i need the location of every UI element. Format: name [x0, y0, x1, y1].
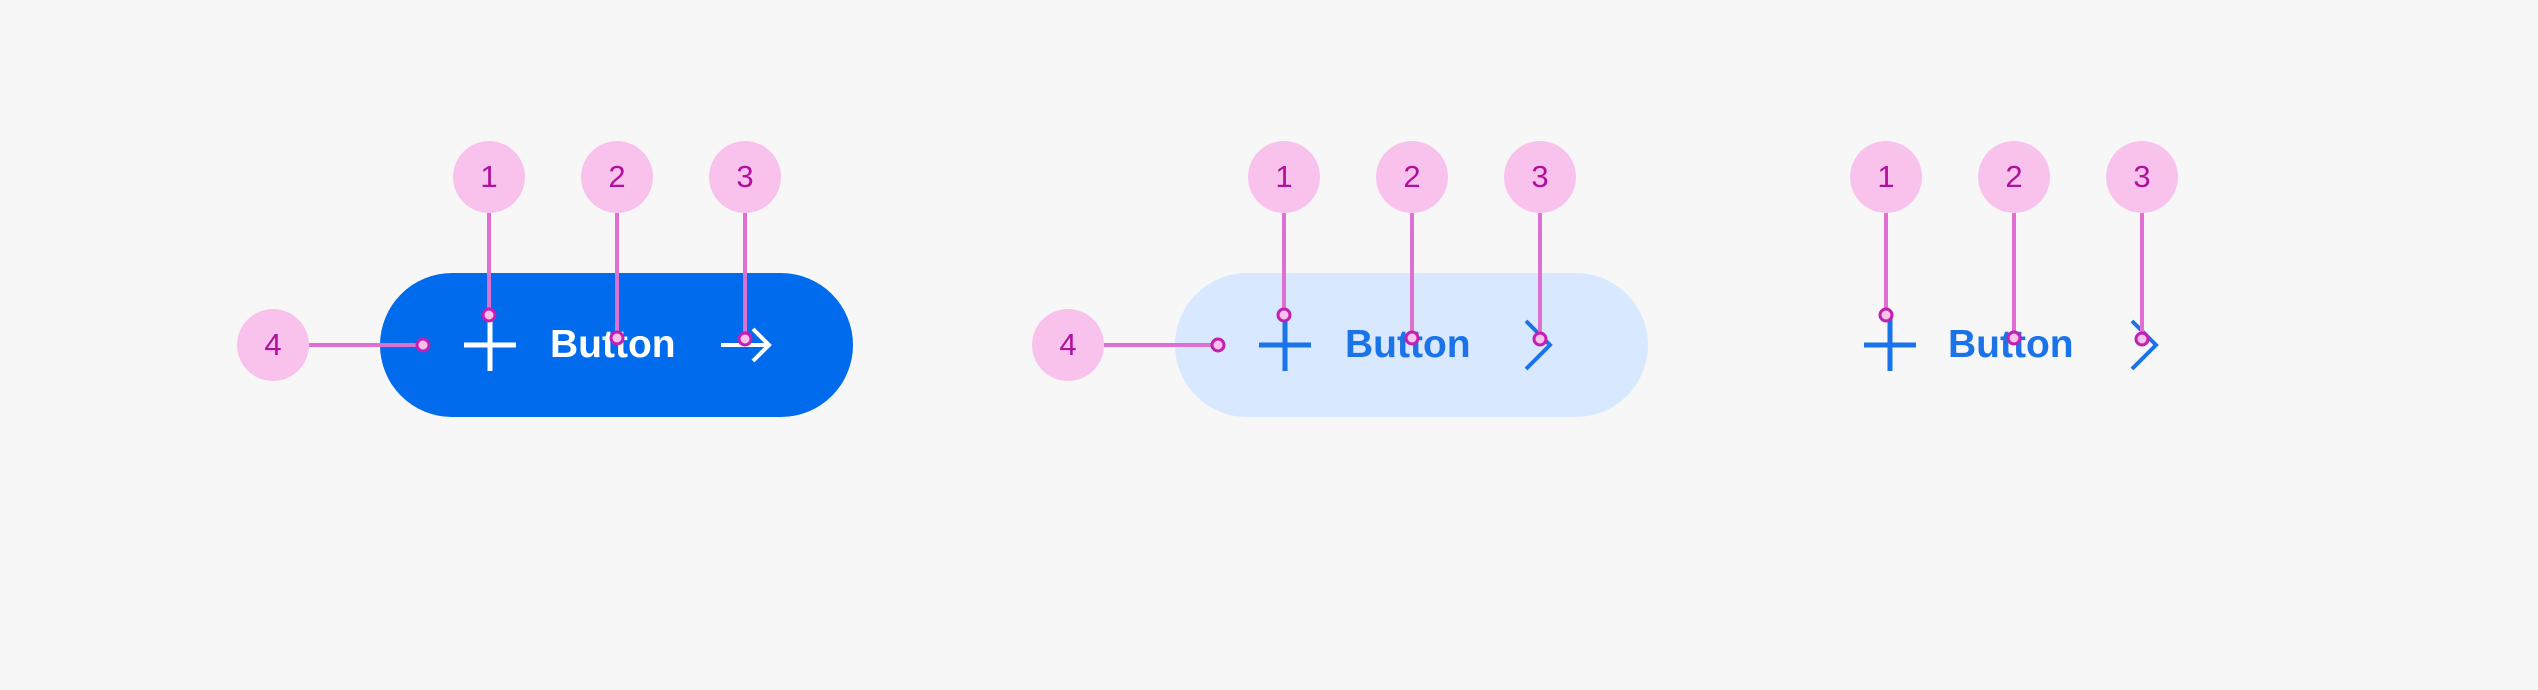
- callout-4: 4: [237, 309, 309, 381]
- button-label: Button: [550, 323, 676, 366]
- button-label: Button: [1948, 323, 2074, 366]
- callout-2: 2: [1978, 141, 2050, 213]
- plus-icon: [1860, 315, 1920, 375]
- arrow-right-icon: [715, 315, 775, 375]
- chevron-right-icon: [1510, 315, 1570, 375]
- callout-2: 2: [581, 141, 653, 213]
- callout-1: 1: [453, 141, 525, 213]
- callout-1: 1: [1248, 141, 1320, 213]
- callout-1: 1: [1850, 141, 1922, 213]
- chevron-right-icon: [2116, 315, 2176, 375]
- callout-4: 4: [1032, 309, 1104, 381]
- button-label: Button: [1345, 323, 1471, 366]
- text-button[interactable]: Button: [1858, 273, 2178, 417]
- callout-2: 2: [1376, 141, 1448, 213]
- filled-button[interactable]: Button: [380, 273, 853, 417]
- plus-icon: [1255, 315, 1315, 375]
- callout-3: 3: [709, 141, 781, 213]
- callout-3: 3: [2106, 141, 2178, 213]
- plus-icon: [460, 315, 520, 375]
- tonal-button[interactable]: Button: [1175, 273, 1648, 417]
- callout-3: 3: [1504, 141, 1576, 213]
